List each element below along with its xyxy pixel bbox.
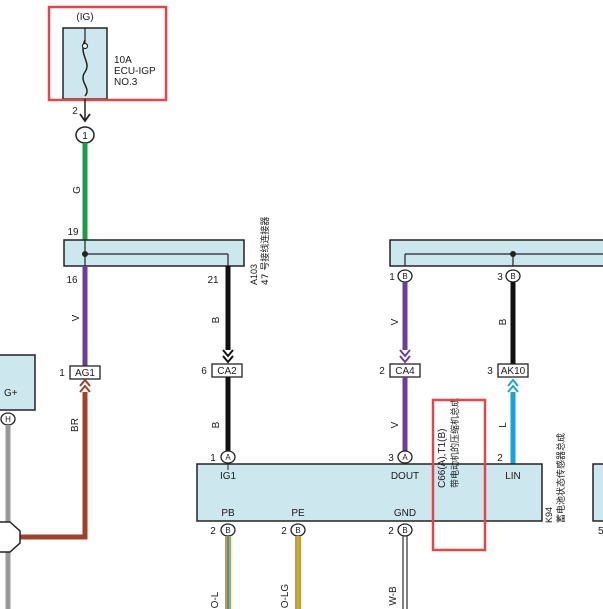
svg-text:A: A: [402, 453, 408, 462]
ca4-pin: 2: [379, 366, 385, 377]
svg-text:B: B: [402, 526, 407, 535]
wire-l-label: L: [498, 422, 509, 428]
junction-right: [389, 239, 603, 267]
svg-text:B: B: [510, 272, 515, 281]
right-junction-pin-1: 1: [389, 272, 395, 283]
wire-wb-label: W-B: [388, 586, 399, 606]
fuse-circuit-label: (IG): [76, 12, 93, 23]
fuse-ecu-igp: [62, 27, 108, 100]
svg-text:B: B: [295, 526, 300, 535]
a103-pin-19: 19: [67, 227, 79, 238]
fuse-symbol-icon: [82, 39, 88, 97]
ak10-pin: 3: [487, 366, 493, 377]
ecu-label-dout: DOUT: [391, 471, 419, 482]
ca2-label: CA2: [217, 366, 237, 377]
wire-b-a-label: B: [211, 316, 222, 323]
svg-text:B: B: [225, 526, 230, 535]
ecu-pin-pb: 2: [210, 526, 216, 537]
fuse-name: ECU-IGP: [114, 66, 156, 77]
ecu-pin-gnd: 2: [388, 526, 394, 537]
left-splice: [0, 521, 21, 553]
ak10-chevron-icon: [507, 378, 519, 393]
compressor-ecu-box: [196, 463, 543, 522]
wire-v-left-label: V: [71, 314, 82, 321]
k94-code: K94: [544, 507, 554, 523]
ca4-chevron-icon: [399, 349, 411, 364]
wire-b-c-label: B: [498, 318, 509, 325]
ag1-label: AG1: [75, 368, 95, 379]
svg-text:B: B: [402, 272, 407, 281]
k94-pin: 5: [598, 526, 603, 537]
ecu-label-lin: LIN: [505, 471, 521, 482]
connector-arrow-icon: [79, 113, 91, 123]
svg-text:H: H: [5, 415, 11, 424]
wire-olg-label: O-LG: [280, 584, 291, 609]
fuse-rating: 10A: [114, 55, 132, 66]
ecu-pin-lin: 2: [497, 453, 503, 464]
right-junction-pin-3: 3: [497, 272, 503, 283]
ca4-label: CA4: [395, 366, 415, 377]
a103-code: A103: [249, 264, 259, 285]
wire-o-lg: [295, 536, 301, 609]
fuse-number: NO.3: [114, 77, 138, 88]
svg-text:A: A: [225, 453, 231, 462]
connector-ak10: [497, 363, 529, 378]
wire-o-l: [225, 536, 231, 609]
wire-brown: [20, 392, 88, 540]
ak10-label: AK10: [501, 366, 526, 377]
wire-v-d-label: V: [390, 421, 401, 428]
connector-1-label: 1: [82, 131, 88, 142]
ecu-label-ig1: IG1: [220, 471, 237, 482]
wire-v-right-label: V: [390, 318, 401, 325]
wire-g-label: G: [72, 186, 83, 194]
left-box-label: G+: [4, 388, 18, 399]
ca2-pin: 6: [201, 366, 207, 377]
ag1-chevron-icon: [79, 378, 91, 393]
a103-pin-21: 21: [207, 275, 219, 286]
ecu-pin-dout: 3: [388, 453, 394, 464]
ecu-highlight-box: [431, 398, 487, 552]
ecu-label-gnd: GND: [394, 508, 416, 519]
ecu-pin-pe: 2: [281, 526, 287, 537]
a103-description: 47 号接线连接器: [259, 217, 271, 285]
ecu-label-pb: PB: [221, 508, 235, 519]
ecu-label-pe: PE: [291, 508, 305, 519]
junction-a103: [63, 239, 245, 267]
ecu-description: 带电动机的压缩机总成: [449, 398, 461, 488]
ag1-pin: 1: [59, 368, 65, 379]
ca2-chevron-icon: [222, 349, 234, 364]
ecu-pin-ig1: 1: [210, 453, 216, 464]
fuse-pin-number: 2: [72, 106, 78, 117]
a103-pin-16: 16: [66, 275, 78, 286]
ecu-code: C66(A),T1(B): [437, 429, 448, 488]
k94-description: 蓄电池状态传感器总成: [555, 433, 567, 523]
wire-br-label: BR: [70, 418, 81, 432]
left-component-box: [0, 354, 36, 411]
wire-b-b-label: B: [211, 421, 222, 428]
fuse-highlight-box: [47, 5, 168, 102]
wire-w-b: [402, 536, 408, 609]
wire-ol-label: O-L: [210, 591, 221, 608]
k94-box: [592, 463, 603, 522]
